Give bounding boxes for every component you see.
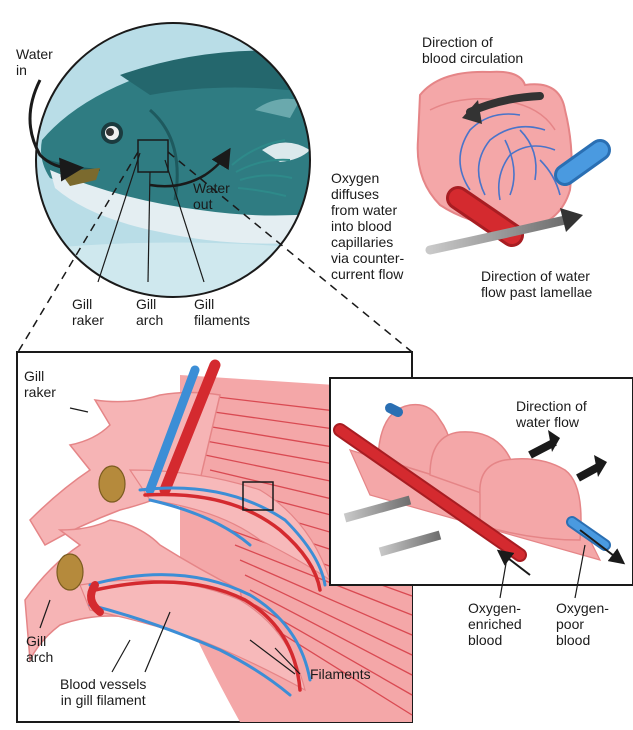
gill-arch-upper [99,466,125,502]
lamella-top [418,72,600,250]
label-filaments: Filaments [310,666,371,682]
label-oxygen-diffuses: Oxygen diffuses from water into blood ca… [331,170,404,282]
fish-head-circle [30,20,330,320]
gill-arch-lower [57,554,83,590]
lamellae-detail-box [330,378,633,598]
lamella-3 [480,459,581,540]
